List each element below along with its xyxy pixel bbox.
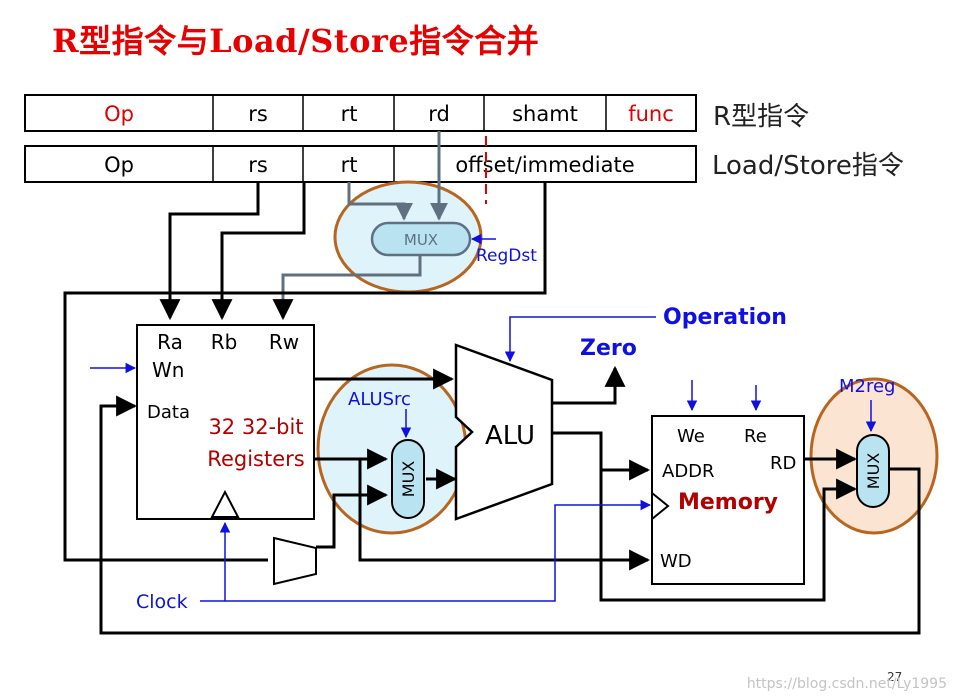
ls-field-offset: offset/immediate [455,153,634,177]
register-file-title-2: Registers [207,447,304,471]
port-ra: Ra [157,330,183,354]
clock-label: Clock [136,591,188,613]
control-wires [90,316,877,602]
m2reg-mux [856,434,890,508]
register-file-title-1: 32 32-bit [208,415,303,439]
memory-addr: ADDR [662,461,715,482]
ls-format-label: Load/Store指令 [712,151,904,181]
memory-re: Re [744,426,767,447]
r-format-label: R型指令 [713,102,809,132]
alusrc-mux [391,439,425,519]
port-data: Data [147,402,190,423]
regdst-mux [370,221,472,257]
m2reg-label: M2reg [839,376,896,397]
memory-we: We [677,426,705,447]
watermark: https://blog.csdn.net/Ly1995 [747,676,947,692]
port-rb: Rb [211,330,238,354]
register-file [136,324,315,520]
ls-field-rt: rt [341,153,358,177]
memory-wd: WD [660,551,692,572]
regdst-mux-label: MUX [404,231,438,249]
r-format-row: Op rs rt rd shamt func [24,94,697,132]
sign-extender [273,536,317,586]
operation-label: Operation [663,305,787,330]
ls-format-row: Op rs rt offset/immediate [24,145,697,183]
datapath-wires [63,182,921,635]
alusrc-label: ALUSrc [348,389,411,410]
memory-rd: RD [770,453,796,474]
port-wn: Wn [152,358,184,382]
r-field-op: Op [104,102,134,126]
r-field-rd: rd [428,102,450,126]
data-memory [651,415,805,585]
port-rw: Rw [269,330,299,354]
m2reg-mux-label: MUX [864,453,883,490]
regdst-wires [272,131,448,321]
slide-title: R型指令与Load/Store指令合并 [52,22,540,60]
regdst-label: RegDst [476,246,537,266]
alu [454,343,554,521]
r-field-rs: rs [248,102,268,126]
r-field-shamt: shamt [512,102,578,126]
zero-label: Zero [580,336,637,361]
ls-field-rs: rs [248,153,268,177]
page-number: 27 [887,670,902,684]
alu-label: ALU [485,421,535,451]
r-field-rt: rt [341,102,358,126]
alusrc-mux-label: MUX [399,461,418,498]
ls-field-op: Op [104,153,134,177]
r-field-func: func [628,102,674,126]
memory-title: Memory [678,490,778,515]
